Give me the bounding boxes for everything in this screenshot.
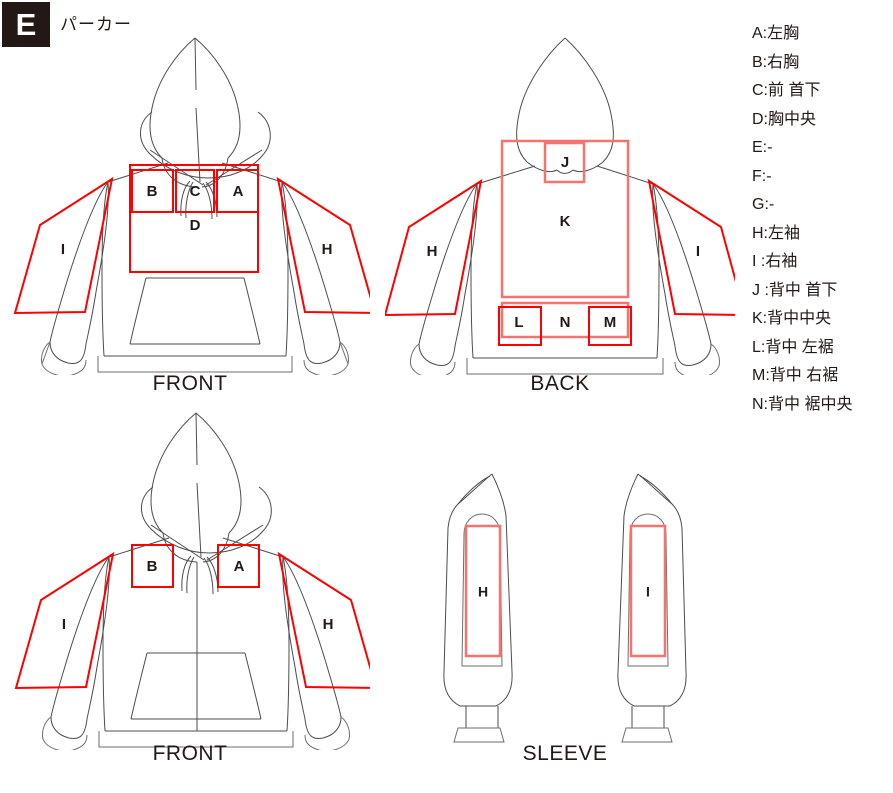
print-zone-label-d: D <box>190 217 201 234</box>
print-zone-label-i-zip: I <box>62 616 66 633</box>
legend-item-i: I :右袖 <box>752 253 798 270</box>
garment-outline-zip-front <box>42 412 350 750</box>
print-zone-h[interactable] <box>276 176 370 314</box>
print-zone-m[interactable] <box>588 306 632 346</box>
print-zone-n[interactable] <box>500 301 630 339</box>
legend-item-b: B:右胸 <box>752 53 800 71</box>
print-zone-label-h: H <box>322 241 333 258</box>
legend-item-m: M:背中 右裾 <box>752 367 839 384</box>
print-zone-b[interactable] <box>131 169 174 213</box>
garment-outline-pullover-back <box>410 37 720 375</box>
print-zone-j[interactable] <box>543 141 586 184</box>
print-zone-i-sleeve[interactable] <box>629 524 667 658</box>
print-zone-label-h-sleeve: H <box>478 584 488 600</box>
print-zone-label-a-zip: A <box>234 558 245 575</box>
print-zone-a[interactable] <box>216 169 259 213</box>
print-zone-label-m: M <box>604 314 617 331</box>
print-zone-i[interactable] <box>13 176 114 315</box>
legend-item-k: K:背中中央 <box>752 310 832 327</box>
print-zone-h-back[interactable] <box>385 178 483 317</box>
print-zone-h-zip[interactable] <box>277 551 370 689</box>
category-badge: E <box>2 2 50 47</box>
print-zone-label-h-zip: H <box>323 616 334 633</box>
print-zone-k[interactable] <box>500 139 630 299</box>
legend-item-a: A:左胸 <box>752 25 800 42</box>
print-zone-a-zip[interactable] <box>217 544 260 588</box>
garment-outline-pullover-front <box>41 37 349 375</box>
figure-sleeve: H I <box>420 460 710 745</box>
legend-item-c: C:前 首下 <box>752 82 821 99</box>
garment-outline-sleeve-left: H <box>443 473 513 743</box>
legend-item-j: J :背中 首下 <box>752 281 838 299</box>
print-zone-i-zip[interactable] <box>14 551 115 690</box>
legend-item-g: G:- <box>752 196 775 213</box>
legend-item-f: F:- <box>752 167 772 185</box>
print-zone-label-c: C <box>190 183 201 200</box>
figure-zip-front: B A I H <box>10 405 370 750</box>
legend-item-h: H:左袖 <box>752 224 801 242</box>
print-zone-label-b: B <box>147 183 158 200</box>
print-zone-label-k: K <box>560 213 571 230</box>
print-zone-label-a: A <box>233 183 244 200</box>
print-zone-d[interactable] <box>129 164 259 273</box>
legend: A:左胸 B:右胸 C:前 首下 D:胸中央 E:- F:- G:- H:左袖 … <box>752 20 892 419</box>
legend-item-n: N:背中 裾中央 <box>752 395 853 413</box>
print-zone-label-h-back: H <box>427 243 438 260</box>
print-zone-label-j: J <box>561 154 569 171</box>
print-zone-b-zip[interactable] <box>131 544 174 588</box>
legend-item-e: E:- <box>752 139 773 156</box>
print-zone-c[interactable] <box>175 169 215 213</box>
print-zone-label-i-back: I <box>696 243 700 260</box>
caption-zip-front: FRONT <box>152 742 228 765</box>
print-zone-h-sleeve[interactable] <box>464 524 502 658</box>
print-zone-label-i: I <box>61 241 65 258</box>
print-zone-l[interactable] <box>498 306 542 346</box>
legend-item-d: D:胸中央 <box>752 110 817 128</box>
garment-outline-sleeve-right: I <box>617 473 687 743</box>
print-zones-pullover-back: J K L N M H I <box>385 139 735 346</box>
print-zone-label-l: L <box>514 314 523 331</box>
legend-item-l: L:背中 左裾 <box>752 338 834 356</box>
print-zone-i-back[interactable] <box>647 178 735 316</box>
figure-pullover-back: J K L N M H I <box>385 30 735 375</box>
category-badge-letter: E <box>15 7 37 42</box>
caption-sleeve: SLEEVE <box>522 742 608 765</box>
print-zones-zip-front: B A I H <box>14 544 370 690</box>
caption-pullover-back: BACK <box>530 372 590 395</box>
figure-pullover-front: B C A D I H <box>10 30 370 375</box>
print-zone-label-n: N <box>560 314 571 331</box>
print-zone-label-b-zip: B <box>147 558 158 575</box>
print-zone-label-i-sleeve: I <box>646 584 650 600</box>
print-zones-pullover-front: B C A D I H <box>13 164 370 315</box>
page-title: パーカー <box>60 15 132 34</box>
caption-pullover-front: FRONT <box>152 372 228 395</box>
